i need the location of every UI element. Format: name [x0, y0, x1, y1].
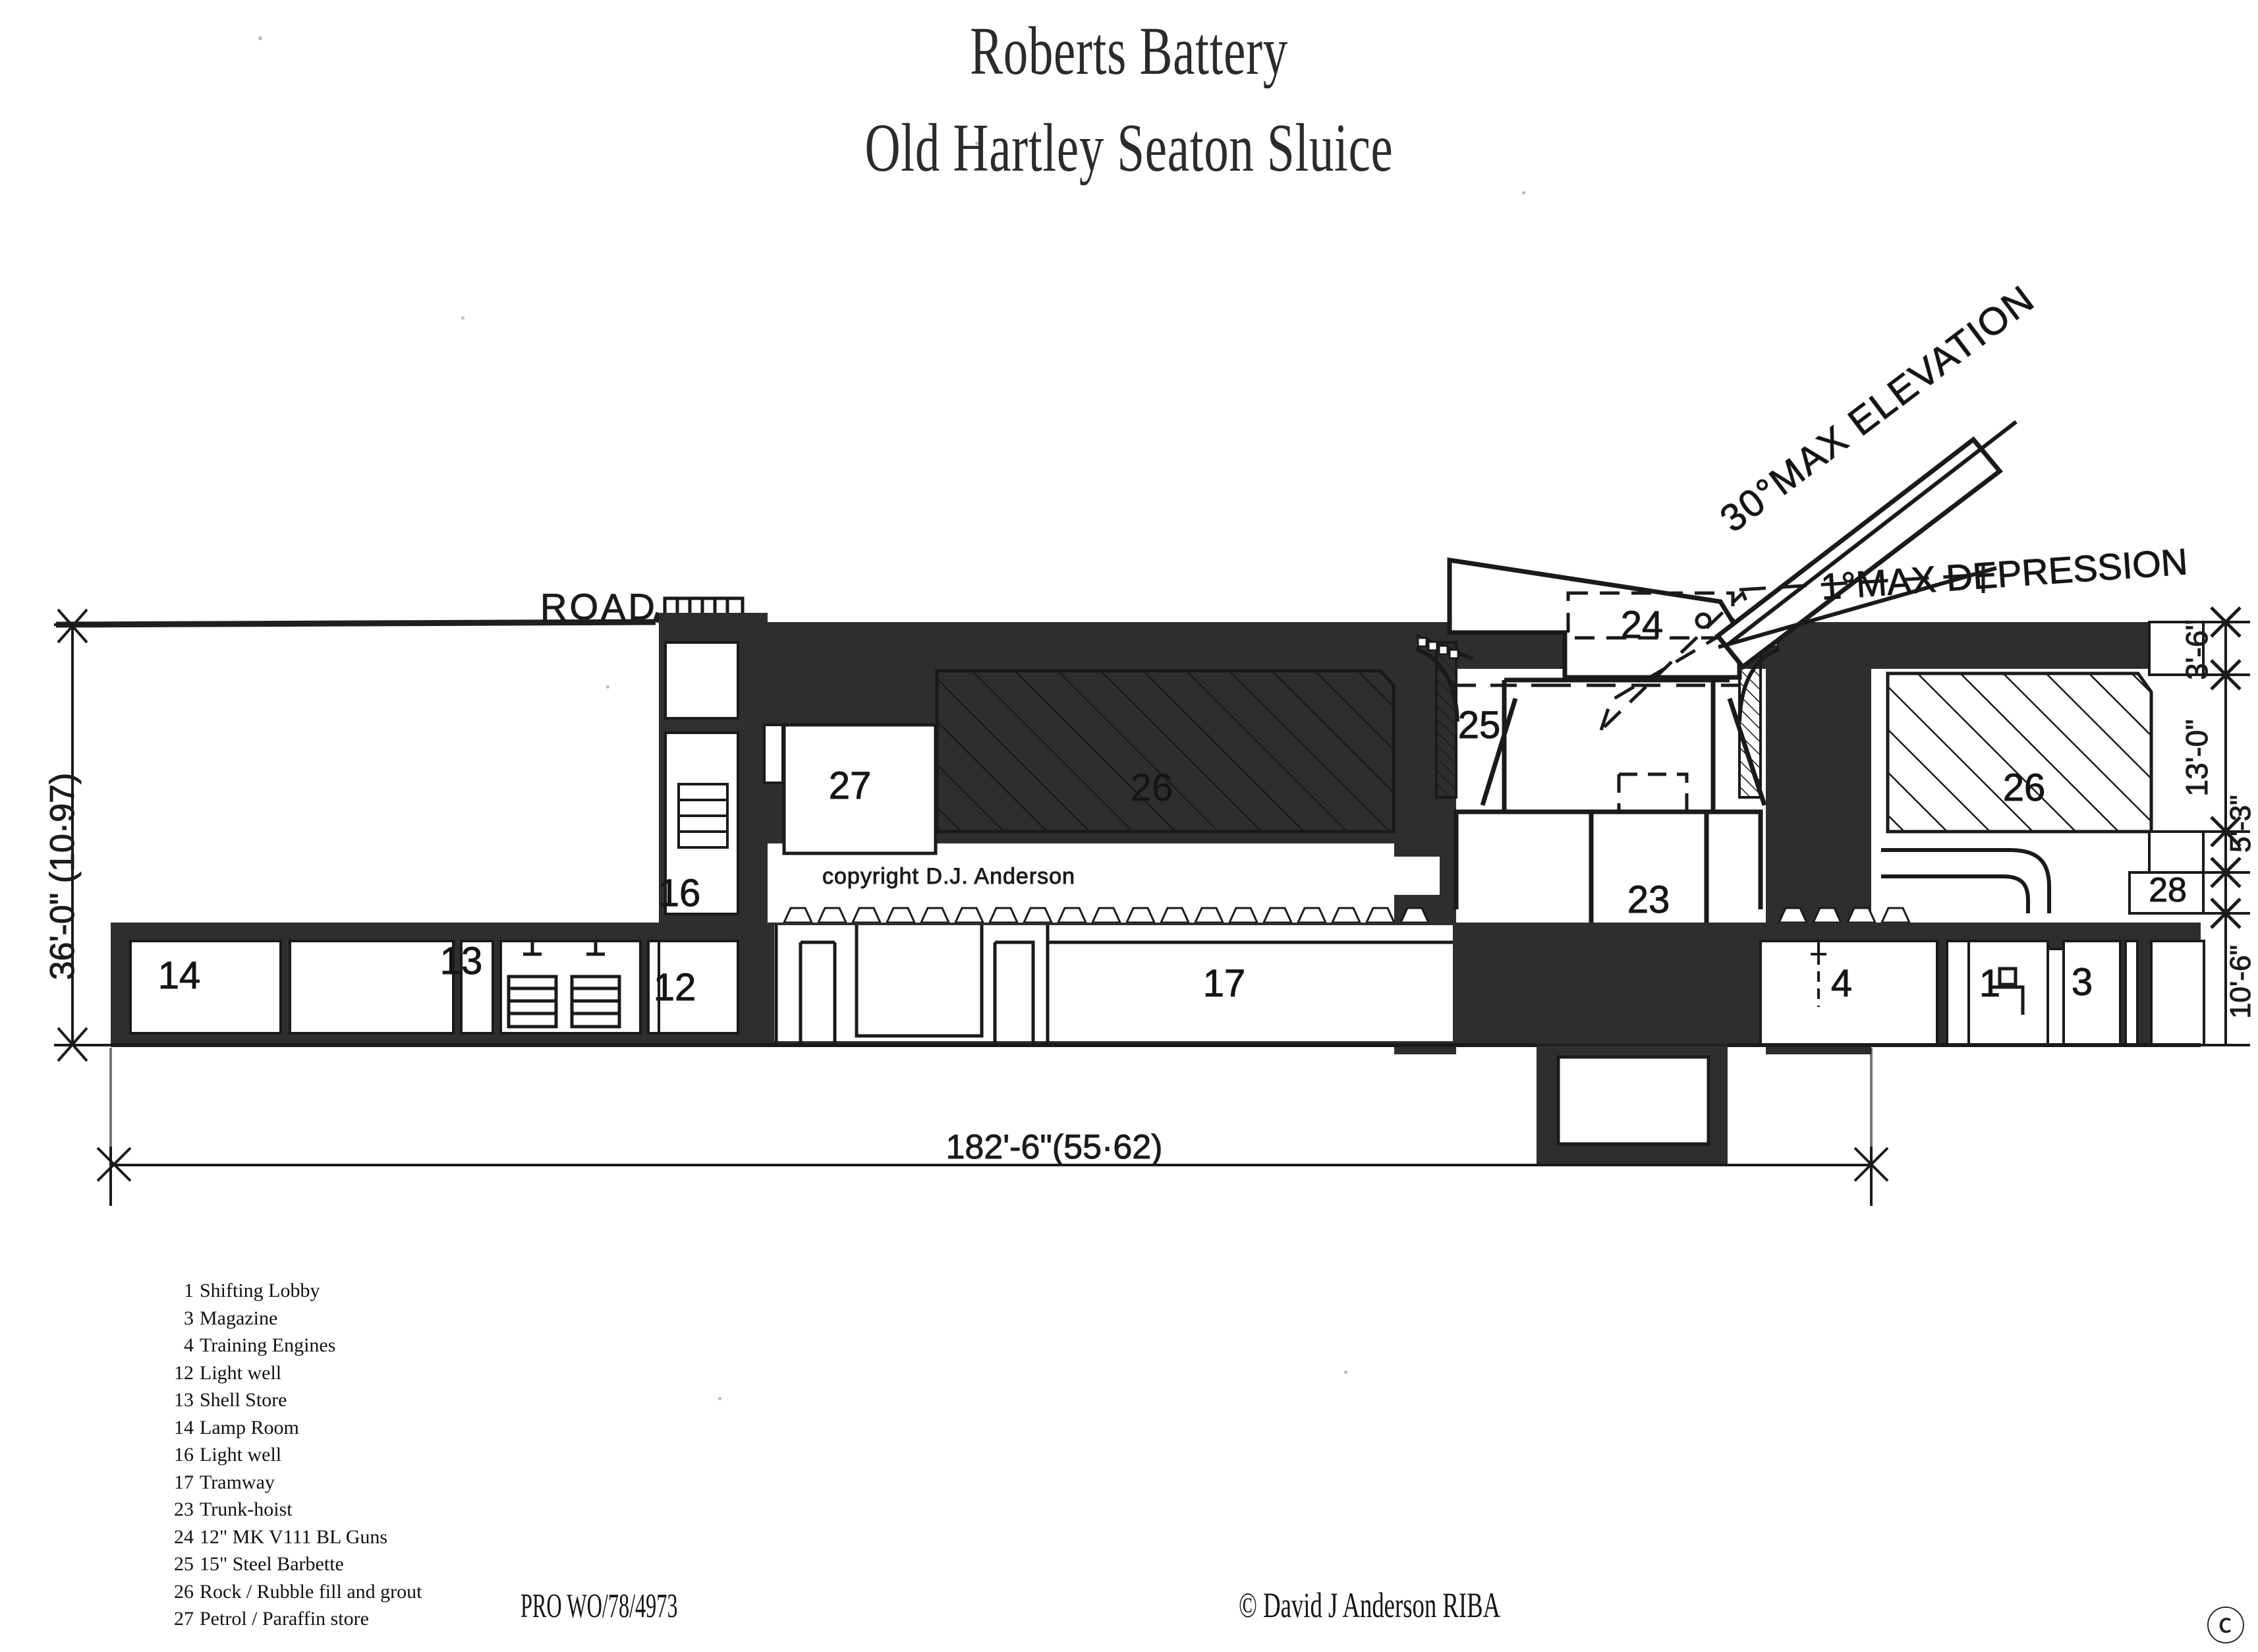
room-27 — [763, 723, 938, 855]
copyright-corner-icon: ⓒ — [2206, 1605, 2245, 1649]
room-label-12: 12 — [654, 966, 696, 1009]
gun-barrel-elevated — [1450, 420, 2018, 687]
light-well-shaft — [659, 613, 768, 923]
page-title-sub: Old Hartley Seaton Sluice — [864, 110, 1394, 186]
right-passage-detail — [1881, 848, 2051, 913]
room-label-13: 13 — [440, 940, 483, 983]
scan-speck — [258, 36, 262, 40]
page-title-main: Roberts Battery — [970, 13, 1288, 89]
right-gallery — [1456, 923, 2205, 1046]
shell-rack-icon — [507, 975, 621, 1029]
light-well-16-ladder — [677, 783, 729, 849]
scan-speck — [606, 685, 609, 689]
room-label-25: 25 — [1458, 704, 1501, 747]
left-gallery — [111, 923, 768, 1045]
room-4 — [1759, 940, 1938, 1046]
room-3 — [2062, 940, 2122, 1046]
room-label-27: 27 — [829, 764, 872, 807]
scan-speck — [1522, 191, 1525, 194]
gun-pit-outline — [1454, 677, 1767, 909]
rubble-fill-26-right — [1886, 671, 2153, 834]
dimension-right-1: 3'-6" — [2180, 619, 2214, 680]
scan-speck — [461, 316, 465, 320]
room-label-17: 17 — [1203, 962, 1246, 1005]
room-12 — [658, 940, 739, 1035]
author-credit: © David J Anderson RIBA — [1239, 1585, 1501, 1625]
rubble-fill-26-left — [935, 669, 1396, 834]
room-label-26-left: 26 — [1131, 766, 1173, 809]
void-28 — [2128, 621, 2205, 915]
dimension-chain-right — [2201, 606, 2250, 1046]
room-1 — [1967, 940, 2049, 1046]
dimension-right-4: 10'-6" — [2224, 945, 2257, 1019]
copyright-band: copyright D.J. Anderson — [781, 857, 1440, 895]
road-ground-line — [55, 612, 662, 628]
dimension-right-3: 5'-3" — [2224, 795, 2257, 853]
dimension-horizontal-bottom — [96, 1048, 1889, 1206]
tramway-corbel-row — [782, 907, 1911, 924]
room-14 — [129, 940, 282, 1035]
room-label-24: 24 — [1621, 604, 1664, 646]
dimension-right-2: 13'-0" — [2180, 719, 2214, 796]
room-label-14: 14 — [158, 954, 201, 997]
scan-speck — [718, 1397, 721, 1400]
dimension-vertical-left-label: 36'-0" (10·97) — [43, 773, 82, 981]
room-number-labels: 14 13 12 16 27 26 17 25 24 23 4 26 28 1 … — [157, 604, 2187, 1010]
room-label-16: 16 — [658, 872, 701, 915]
dimension-vertical-left — [54, 608, 112, 1062]
room-label-28: 28 — [2149, 871, 2187, 909]
room-label-3: 3 — [2072, 961, 2093, 1004]
svg-text:30°MAX ELEVATION: 30°MAX ELEVATION — [1712, 277, 2043, 540]
road-label: ROAD — [540, 586, 658, 627]
pro-reference: PRO WO/78/4973 — [521, 1587, 678, 1625]
copyright-text: copyright D.J. Anderson — [822, 864, 1075, 889]
room-label-1: 1 — [1979, 962, 2000, 1005]
max-elevation-annotation: 30°MAX ELEVATION — [1712, 277, 2043, 541]
room-label-4: 4 — [1831, 962, 1852, 1005]
gun-house-24 — [1447, 557, 1755, 731]
room-label-26-right: 26 — [2003, 766, 2046, 809]
tramway-17 — [768, 923, 1456, 1045]
scan-speck — [975, 142, 978, 145]
room-label-23: 23 — [1627, 878, 1670, 921]
scan-speck — [1344, 1371, 1347, 1374]
dimension-horizontal-bottom-label: 182'-6"(55·62) — [946, 1128, 1162, 1166]
